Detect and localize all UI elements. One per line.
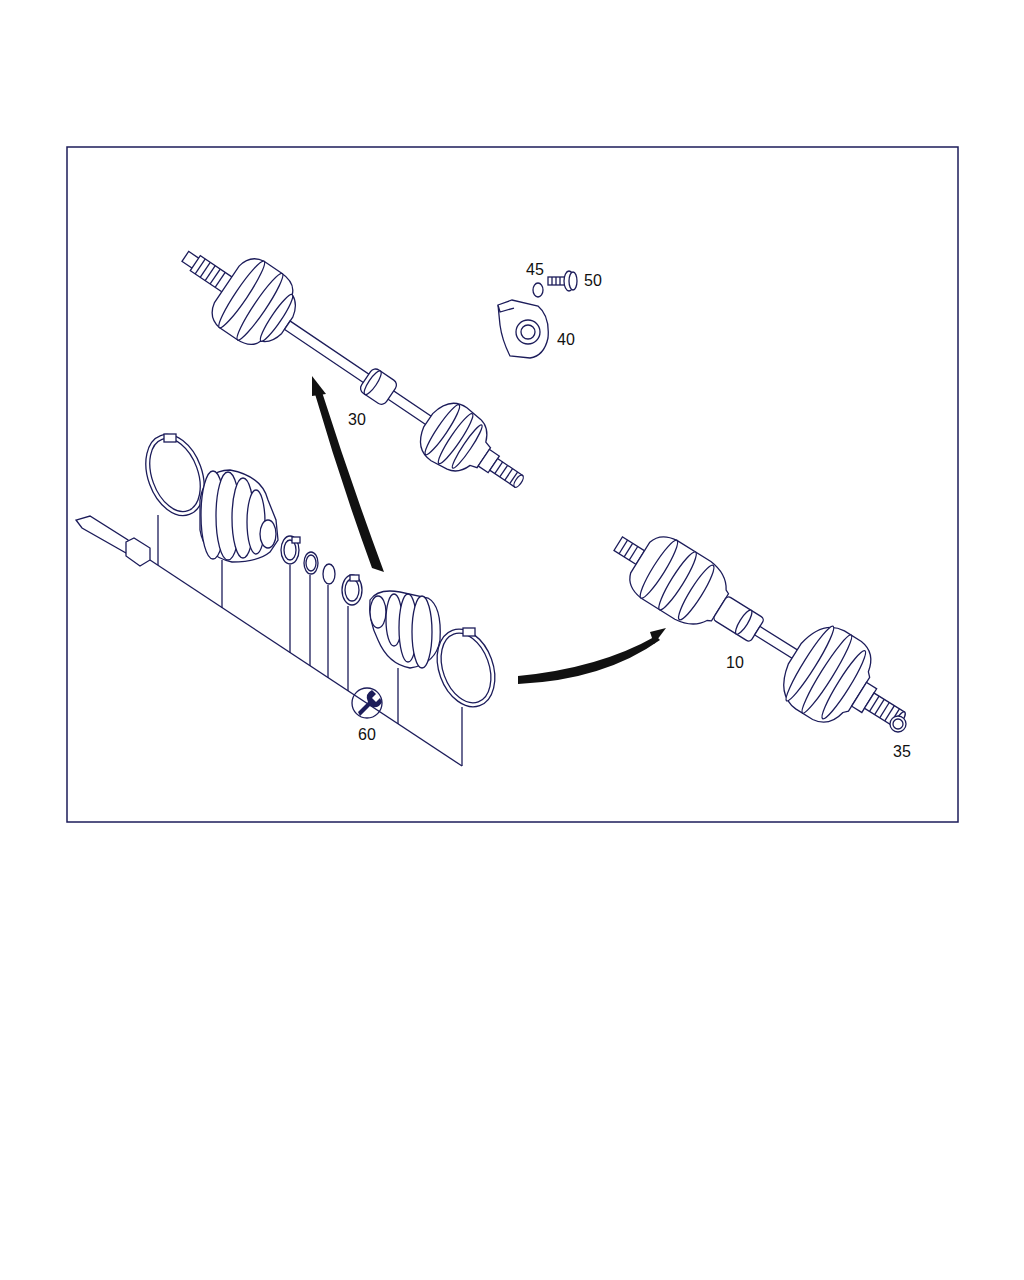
callout-number: 50 — [583, 273, 603, 289]
small-clamp — [281, 536, 300, 564]
band-clamp — [427, 621, 505, 715]
direction-arrows — [312, 376, 666, 684]
leader-lines — [150, 515, 462, 766]
callout-number: 60 — [357, 727, 377, 743]
callout-number: 40 — [556, 332, 576, 348]
boot-large — [200, 470, 278, 562]
callout-number: 35 — [892, 744, 912, 760]
callout-number: 45 — [525, 262, 545, 278]
bolt-50 — [548, 271, 577, 291]
frame — [67, 147, 958, 822]
circlip — [304, 552, 318, 574]
small-clamp — [342, 575, 362, 605]
boot-small — [370, 591, 441, 668]
grease-tube — [76, 516, 150, 566]
callout-number: 30 — [347, 412, 367, 428]
drive-shaft-10 — [594, 505, 927, 761]
circlip-35 — [890, 716, 906, 732]
bearing-bracket-40 — [498, 300, 548, 358]
retaining-ring — [323, 564, 335, 584]
washer-45 — [533, 283, 543, 297]
callout-number: 10 — [725, 655, 745, 671]
